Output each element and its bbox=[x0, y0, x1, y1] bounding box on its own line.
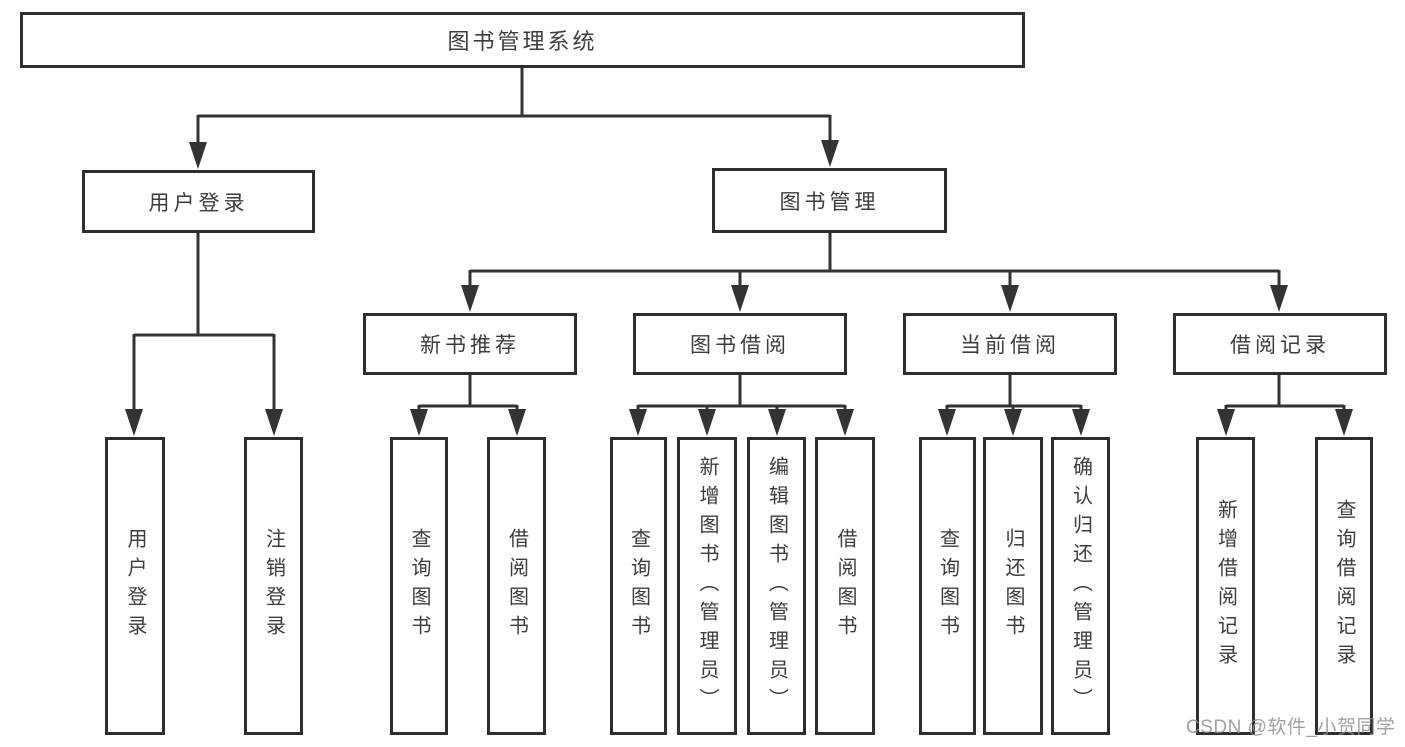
leaf-logout: 注销登录 bbox=[244, 437, 303, 735]
leaf-query-books-borrowing: 查询图书 bbox=[610, 437, 667, 735]
leaf-query-books-current: 查询图书 bbox=[919, 437, 976, 735]
leaf-edit-books-admin: 编辑图书（管理员） bbox=[747, 437, 806, 735]
node-label: 查询借阅记录 bbox=[1333, 499, 1355, 673]
arrowheads bbox=[125, 140, 1353, 436]
node-label: 确认归还（管理员） bbox=[1069, 455, 1092, 717]
leaf-add-books-admin: 新增图书（管理员） bbox=[677, 437, 737, 735]
node-label: 编辑图书（管理员） bbox=[765, 455, 788, 717]
node-borrowing-records: 借阅记录 bbox=[1173, 313, 1387, 375]
node-label: 新增图书（管理员） bbox=[696, 455, 718, 717]
node-label: 查询图书 bbox=[627, 528, 650, 644]
node-label: 图书管理系统 bbox=[447, 29, 598, 54]
node-user-login: 用户登录 bbox=[82, 170, 315, 233]
node-book-management: 图书管理 bbox=[712, 168, 947, 233]
leaf-user-login: 用户登录 bbox=[105, 437, 165, 735]
node-label: 查询图书 bbox=[936, 528, 959, 644]
node-label: 借阅图书 bbox=[505, 528, 528, 644]
node-label: 新增借阅记录 bbox=[1214, 499, 1237, 673]
node-label: 当前借阅 bbox=[960, 334, 1060, 357]
leaf-confirm-return-admin: 确认归还（管理员） bbox=[1051, 437, 1110, 735]
leaf-borrow-books-recommend: 借阅图书 bbox=[487, 437, 546, 735]
node-label: 查询图书 bbox=[408, 528, 430, 644]
leaf-query-borrow-record: 查询借阅记录 bbox=[1315, 437, 1373, 735]
node-label: 用户登录 bbox=[148, 191, 249, 215]
node-label: 图书借阅 bbox=[690, 334, 790, 357]
node-new-book-recommend: 新书推荐 bbox=[363, 313, 577, 375]
node-label: 借阅记录 bbox=[1230, 334, 1330, 357]
node-label: 归还图书 bbox=[1002, 528, 1024, 644]
leaf-return-books: 归还图书 bbox=[983, 437, 1043, 735]
node-library-management-system: 图书管理系统 bbox=[20, 12, 1025, 68]
csdn-watermark: CSDN @软件_小贺同学 bbox=[1186, 717, 1396, 738]
leaf-add-borrow-record: 新增借阅记录 bbox=[1196, 437, 1255, 735]
node-label: 注销登录 bbox=[262, 528, 285, 644]
node-label: 新书推荐 bbox=[420, 334, 520, 357]
node-label: 借阅图书 bbox=[834, 528, 856, 644]
node-current-borrowing: 当前借阅 bbox=[903, 313, 1117, 375]
leaf-borrow-books: 借阅图书 bbox=[815, 437, 875, 735]
node-label: 用户登录 bbox=[124, 528, 146, 644]
node-label: 图书管理 bbox=[779, 190, 880, 214]
node-book-borrowing: 图书借阅 bbox=[633, 313, 847, 375]
leaf-query-books-recommend: 查询图书 bbox=[390, 437, 448, 735]
